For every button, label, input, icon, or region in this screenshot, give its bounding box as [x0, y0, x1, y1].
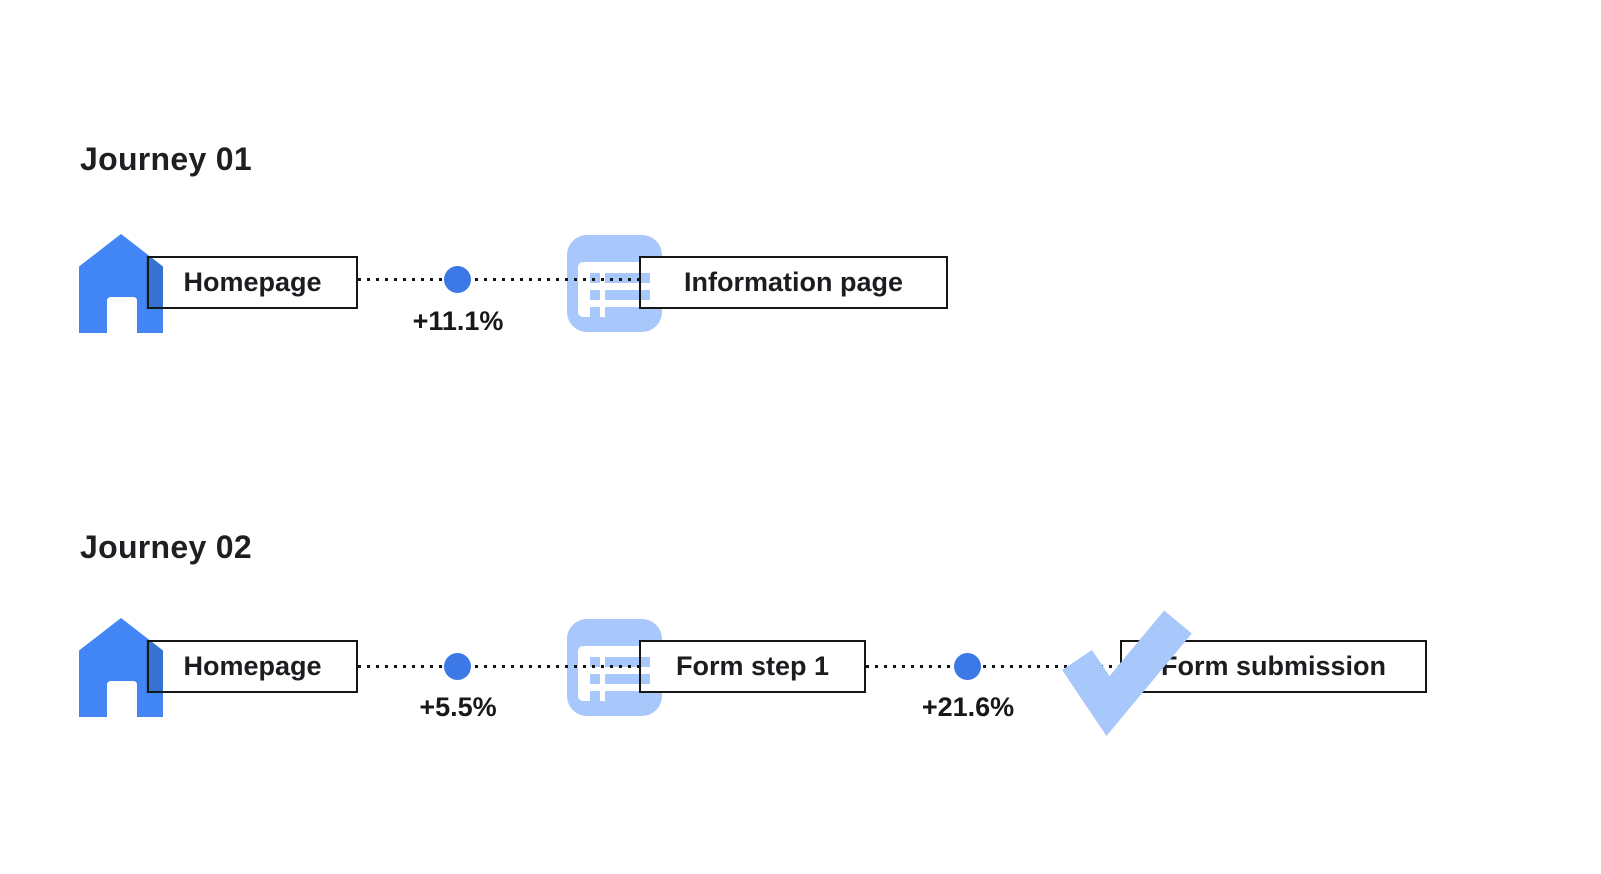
home-icon — [79, 618, 163, 717]
journey-02-title: Journey 02 — [80, 529, 252, 565]
step-label: Information page — [683, 267, 903, 297]
step-label: Homepage — [183, 267, 322, 297]
step-label-box-homepage: Homepage — [147, 640, 358, 693]
step-label-box-information-page: Information page — [639, 256, 948, 309]
information-page-icon-panel — [578, 262, 650, 317]
transition-dot — [954, 653, 981, 680]
icon-list-row — [590, 307, 650, 317]
home-icon — [79, 234, 163, 333]
step-label-box-form-step-1: Form step 1 — [639, 640, 866, 693]
transition-percent: +5.5% — [419, 692, 497, 722]
step-label-box-homepage: Homepage — [147, 256, 358, 309]
icon-list-row — [590, 691, 650, 701]
journey-01-title: Journey 01 — [80, 141, 252, 177]
dotted-connector — [358, 665, 639, 668]
step-label: Homepage — [183, 651, 322, 681]
transition-dot — [444, 266, 471, 293]
icon-list-row — [590, 290, 650, 300]
form-page-icon-panel — [578, 646, 650, 701]
transition-percent: +11.1% — [412, 306, 504, 336]
icon-list-row — [590, 674, 650, 684]
dotted-connector — [358, 278, 639, 281]
checkmark-icon — [1062, 610, 1192, 736]
step-label: Form submission — [1160, 651, 1387, 681]
transition-percent: +21.6% — [921, 692, 1015, 722]
dotted-connector — [866, 665, 1120, 668]
step-label: Form step 1 — [675, 651, 830, 681]
icon-list-row — [590, 657, 650, 667]
transition-dot — [444, 653, 471, 680]
